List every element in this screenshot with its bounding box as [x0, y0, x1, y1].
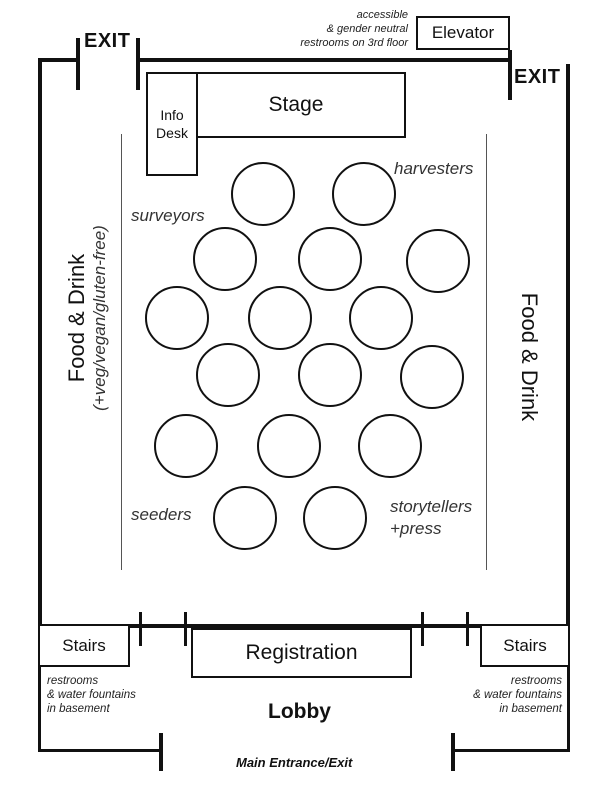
zone-label-storytellers-line: storytellers — [390, 497, 473, 516]
table[interactable] — [154, 414, 218, 478]
registration-label: Registration — [245, 641, 358, 664]
info-desk-label-line: Desk — [156, 125, 188, 141]
food-drink-right: Food & Drink — [517, 292, 542, 422]
stage-label: Stage — [268, 93, 324, 116]
zone-label-seeders: seeders — [131, 505, 192, 524]
basement-note-line: in basement — [499, 703, 562, 715]
exit-label-top-left[interactable]: EXIT — [84, 30, 131, 52]
stairs-left-label: Stairs — [62, 635, 106, 655]
basement-note-line: & water fountains — [473, 689, 562, 701]
stairs-right-label: Stairs — [503, 635, 547, 655]
stairs-right[interactable]: Stairs — [480, 624, 570, 667]
stairs-left[interactable]: Stairs — [38, 624, 130, 667]
exit-marker-right — [508, 50, 512, 100]
zone-label-storytellers-line: +press — [390, 519, 442, 538]
entrance-marker-left — [159, 733, 163, 771]
info-desk[interactable]: Info Desk — [146, 72, 198, 176]
table[interactable] — [145, 286, 209, 350]
basement-note-right: restrooms & water fountains in basement — [440, 674, 562, 716]
table[interactable] — [406, 229, 470, 293]
elevator-label: Elevator — [431, 23, 495, 42]
table[interactable] — [358, 414, 422, 478]
door-marker — [184, 612, 187, 646]
food-drink-left-title: Food & Drink — [64, 253, 89, 383]
exit-gap-right — [512, 56, 572, 64]
elevator-note-line: accessible — [356, 9, 408, 21]
table[interactable] — [298, 343, 362, 407]
zone-label-harvesters: harvesters — [394, 159, 474, 178]
zone-label-storytellers: storytellers +press — [390, 496, 472, 540]
left-divider-line — [121, 134, 122, 570]
basement-note-line: restrooms — [510, 675, 562, 687]
door-marker — [139, 612, 142, 646]
basement-note-line: in basement — [47, 703, 110, 715]
elevator-note-line: & gender neutral — [326, 23, 408, 35]
table[interactable] — [193, 227, 257, 291]
elevator[interactable]: Elevator — [416, 16, 510, 50]
main-hall — [38, 58, 570, 628]
table[interactable] — [349, 286, 413, 350]
table[interactable] — [196, 343, 260, 407]
exit-marker-left-a — [76, 38, 80, 90]
right-divider-line — [486, 134, 487, 570]
zone-label-surveyors: surveyors — [131, 206, 205, 225]
entrance-marker-right — [451, 733, 455, 771]
basement-note-left: restrooms & water fountains in basement — [47, 674, 136, 716]
table[interactable] — [257, 414, 321, 478]
table[interactable] — [400, 345, 464, 409]
basement-note-line: restrooms — [47, 675, 99, 687]
table[interactable] — [332, 162, 396, 226]
registration[interactable]: Registration — [191, 628, 412, 678]
food-drink-left-sub: (+veg/vegan/gluten-free) — [90, 225, 109, 411]
elevator-note: accessible & gender neutral restrooms on… — [262, 8, 408, 50]
elevator-note-line: restrooms on 3rd floor — [300, 37, 408, 49]
exit-marker-left-b — [136, 38, 140, 90]
table[interactable] — [298, 227, 362, 291]
lobby-label: Lobby — [268, 700, 331, 723]
main-entrance-label[interactable]: Main Entrance/Exit — [236, 755, 353, 770]
table[interactable] — [213, 486, 277, 550]
door-marker — [466, 612, 469, 646]
exit-gap-left — [80, 54, 136, 64]
exit-label-top-right[interactable]: EXIT — [514, 66, 561, 88]
main-entrance-gap — [162, 748, 452, 756]
door-marker — [421, 612, 424, 646]
food-drink-left: Food & Drink (+veg/vegan/gluten-free) — [64, 225, 110, 411]
table[interactable] — [303, 486, 367, 550]
table[interactable] — [231, 162, 295, 226]
table[interactable] — [248, 286, 312, 350]
basement-note-line: & water fountains — [47, 689, 136, 701]
info-desk-label-line: Info — [160, 107, 184, 123]
